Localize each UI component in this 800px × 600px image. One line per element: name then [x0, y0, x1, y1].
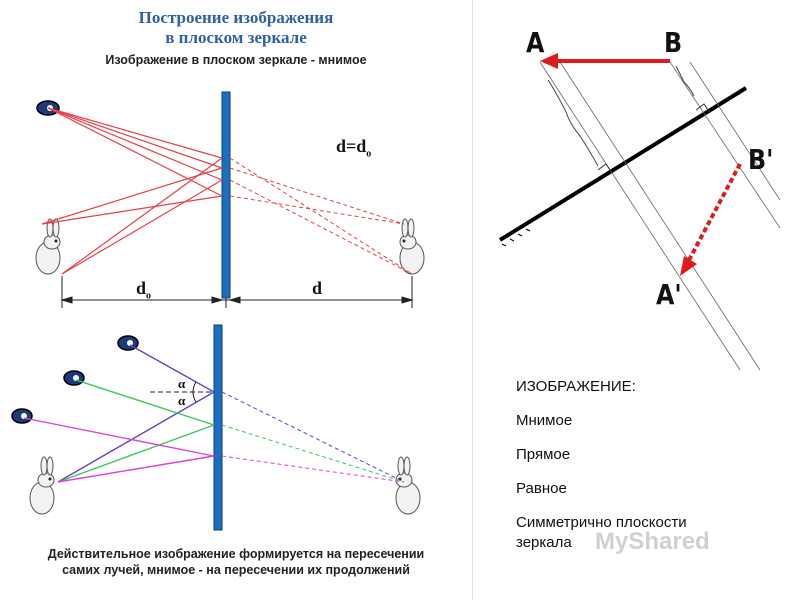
properties-heading: ИЗОБРАЖЕНИЕ: [516, 378, 636, 395]
angle-label-reflection: α [178, 393, 186, 408]
point-label-a-prime: A' [656, 278, 682, 311]
property-item: Симметрично плоскости зеркала [516, 514, 687, 551]
rays-top-virtual [229, 157, 413, 275]
distance-label-image: d [312, 278, 323, 298]
mirror-line [498, 86, 748, 242]
distance-label-object: do [136, 278, 152, 302]
left-panel: Построение изображения в плоском зеркале… [11, 0, 473, 600]
slide-title-line1: Построение изображения [138, 8, 334, 27]
property-item: Мнимое [516, 412, 573, 429]
right-angle-markers [597, 103, 711, 174]
mirror-diagram [11, 91, 425, 531]
property-item: Прямое [516, 446, 571, 463]
eye-icon-bottom-3 [11, 408, 33, 424]
mirror-hatch [501, 228, 531, 247]
rabbit-icon-object-bottom [29, 456, 55, 515]
point-label-b-prime: B' [748, 143, 774, 176]
perpendicular-lines [539, 61, 781, 371]
point-label-b: B [664, 26, 683, 59]
caption-line1: Действительное изображение формируется н… [47, 547, 425, 561]
equal-distance-braces [547, 65, 695, 167]
slide-title-line2: в плоском зеркале [165, 28, 307, 47]
rabbit-icon-object-top [35, 218, 61, 275]
slide-subtitle: Изображение в плоском зеркале - мнимое [105, 53, 367, 67]
watermark-logo: MyShared [595, 528, 710, 555]
dimension-line [60, 276, 414, 308]
caption-line2: самих лучей, мнимое - на пересечении их … [62, 563, 410, 577]
rabbit-icon-image-top [399, 218, 425, 275]
mirror-top [221, 91, 231, 299]
angle-label-incidence: α [178, 376, 186, 391]
rays-bottom-real [23, 344, 215, 483]
rays-top-real [41, 107, 223, 275]
mirror-bottom [213, 324, 223, 531]
rays-bottom-virtual [221, 391, 405, 483]
image-arrow-head [680, 256, 697, 276]
image-properties: ИЗОБРАЖЕНИЕ: Мнимое Прямое Равное Симмет… [516, 377, 786, 553]
property-item: Равное [516, 480, 567, 497]
image-arrow [686, 163, 742, 263]
eye-icon-bottom-2 [63, 370, 85, 386]
rabbit-icon-image-bottom [395, 456, 421, 515]
angle-arc [192, 381, 197, 403]
distance-formula: d=do [336, 136, 372, 160]
point-label-a: A [526, 26, 545, 59]
